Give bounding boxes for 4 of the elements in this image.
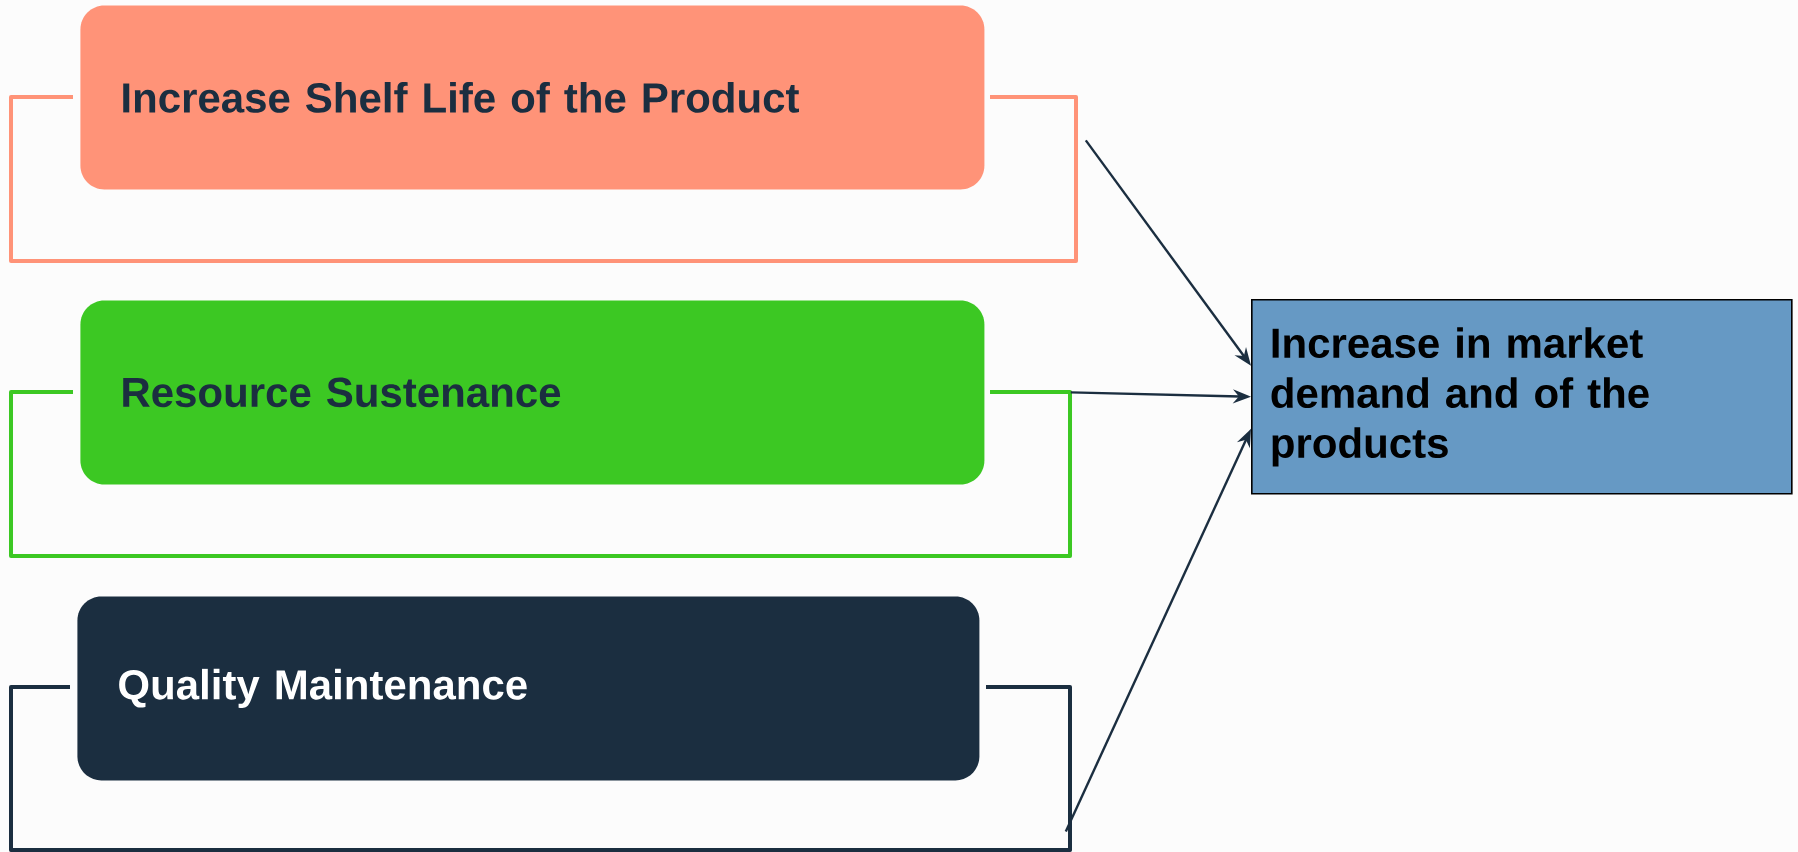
- process-box: Increase Shelf Life of the Product: [80, 5, 985, 190]
- process-box: Quality Maintenance: [77, 596, 980, 781]
- result-box: Increase in market demand and of the products: [1251, 299, 1793, 495]
- process-box: Resource Sustenance: [80, 300, 985, 485]
